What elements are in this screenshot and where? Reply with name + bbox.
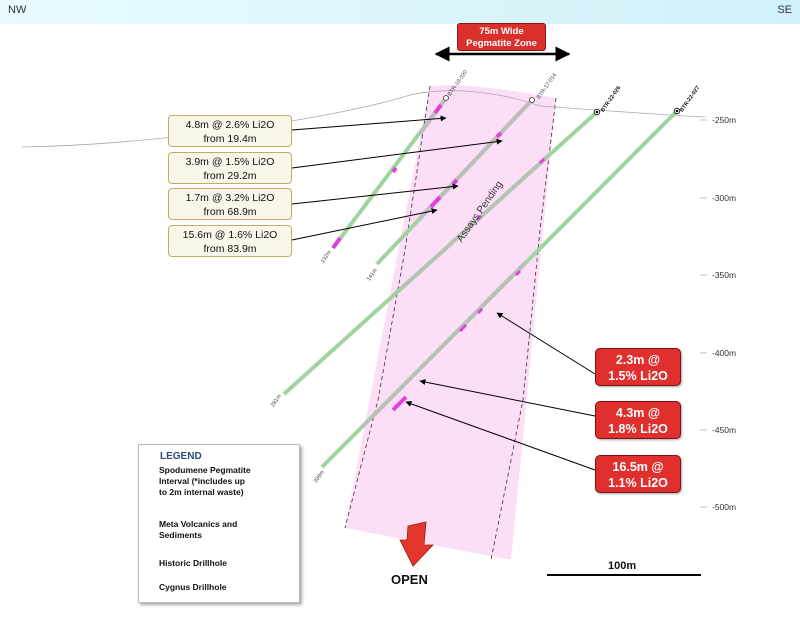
legend-box: LEGEND Spodumene Pegmatite Interval (*in…	[138, 444, 300, 603]
red-arrow-2	[419, 379, 596, 417]
drillhole-trace-026	[282, 110, 599, 396]
legend-meta-label: Meta Volcanics and Sediments	[159, 519, 238, 540]
drillhole-trace-027	[320, 109, 679, 469]
compass-nw: NW	[8, 4, 27, 16]
elevation-500: -500m	[712, 502, 737, 512]
scale-label: 100m	[608, 560, 637, 572]
elevation-350: -350m	[712, 270, 737, 280]
elevation-300: -300m	[712, 193, 737, 203]
legend-cygnus-label: Cygnus Drillhole	[159, 582, 227, 592]
elevation-ticks	[700, 119, 707, 508]
collar-historic-020	[443, 95, 449, 101]
elevation-450: -450m	[712, 425, 737, 435]
zone-boundary-right	[490, 97, 557, 561]
new-intercept-2: 4.3m @1.8% Li2O	[595, 401, 681, 439]
elevation-400: -400m	[712, 348, 737, 358]
pegmatite-zone	[345, 85, 556, 560]
open-arrow	[399, 521, 434, 567]
compass-se: SE	[777, 4, 792, 16]
drillhole-trace-020	[331, 96, 448, 250]
new-intercept-1: 2.3m @1.5% Li2O	[595, 348, 681, 386]
elevation-250: -250m	[712, 115, 737, 125]
callout-arrow-4	[291, 208, 438, 241]
new-intercept-3: 16.5m @1.1% Li2O	[595, 455, 681, 493]
red-arrow-1	[496, 312, 596, 375]
legend-title: LEGEND	[160, 451, 202, 462]
callout-arrow-3	[291, 183, 459, 205]
callout-arrow-2	[291, 138, 503, 169]
topography-line	[21, 90, 706, 148]
open-label: OPEN	[391, 572, 428, 587]
compass-bar: NW SE	[0, 0, 800, 24]
drillhole-trace-014	[375, 98, 534, 266]
callout-arrow-1	[291, 115, 447, 131]
legend-historic-label: Historic Drillhole	[159, 558, 228, 568]
pegmatite-zone-label: 75m Wide Pegmatite Zone	[457, 23, 546, 51]
legend-spodumene-label: Spodumene Pegmatite Interval (*includes …	[159, 465, 251, 497]
red-arrow-3	[405, 401, 596, 471]
collar-historic-014	[529, 97, 535, 103]
